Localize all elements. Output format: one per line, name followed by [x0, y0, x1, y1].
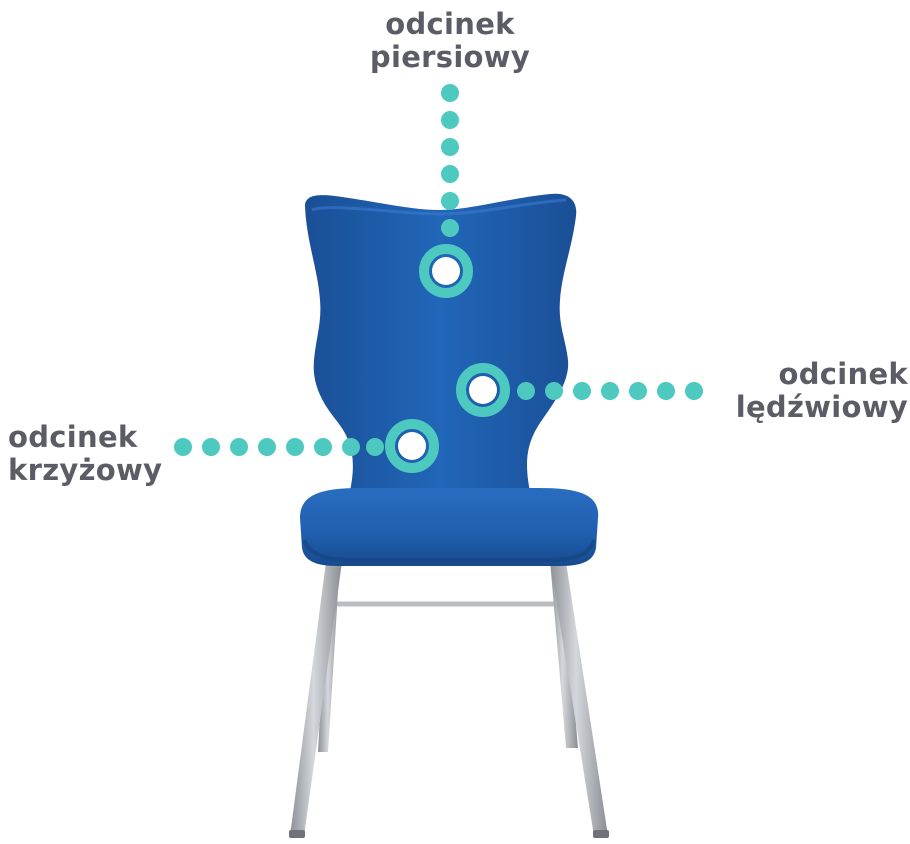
sacral-dot	[342, 438, 360, 456]
foot-left	[289, 830, 305, 838]
sacral-dot	[314, 438, 332, 456]
thoracic-dot	[441, 138, 459, 156]
thoracic-ring-center	[432, 257, 460, 285]
sacral-dot	[258, 438, 276, 456]
chair-seat	[300, 488, 598, 566]
sacral-dot	[366, 438, 384, 456]
sacral-ring-center	[398, 432, 426, 460]
label-thoracic: odcinek piersiowy	[350, 8, 550, 74]
label-sacral: odcinek krzyżowy	[8, 421, 208, 487]
thoracic-dot	[441, 192, 459, 210]
label-lumbar-line2: lędźwiowy	[720, 391, 908, 424]
thoracic-dot	[441, 165, 459, 183]
label-sacral-line2: krzyżowy	[8, 454, 208, 487]
thoracic-dot	[441, 111, 459, 129]
lumbar-ring-center	[469, 376, 497, 404]
label-sacral-line1: odcinek	[8, 421, 208, 454]
lumbar-dot	[629, 382, 647, 400]
lumbar-dot	[517, 382, 535, 400]
sacral-dot	[286, 438, 304, 456]
lumbar-dot	[685, 382, 703, 400]
thoracic-dot	[441, 219, 459, 237]
label-lumbar-line1: odcinek	[720, 358, 908, 391]
lumbar-dot	[657, 382, 675, 400]
lumbar-dot	[601, 382, 619, 400]
lumbar-dot	[573, 382, 591, 400]
thoracic-marker	[424, 84, 468, 293]
label-lumbar: odcinek lędźwiowy	[720, 358, 908, 424]
foot-right	[593, 830, 609, 838]
sacral-dot	[230, 438, 248, 456]
sacral-marker	[174, 424, 434, 468]
front-right-leg	[550, 562, 608, 836]
label-thoracic-line1: odcinek	[350, 8, 550, 41]
chair-legs	[289, 560, 609, 838]
label-thoracic-line2: piersiowy	[350, 41, 550, 74]
front-left-leg	[290, 562, 342, 836]
thoracic-dot	[441, 84, 459, 102]
lumbar-dot	[545, 382, 563, 400]
